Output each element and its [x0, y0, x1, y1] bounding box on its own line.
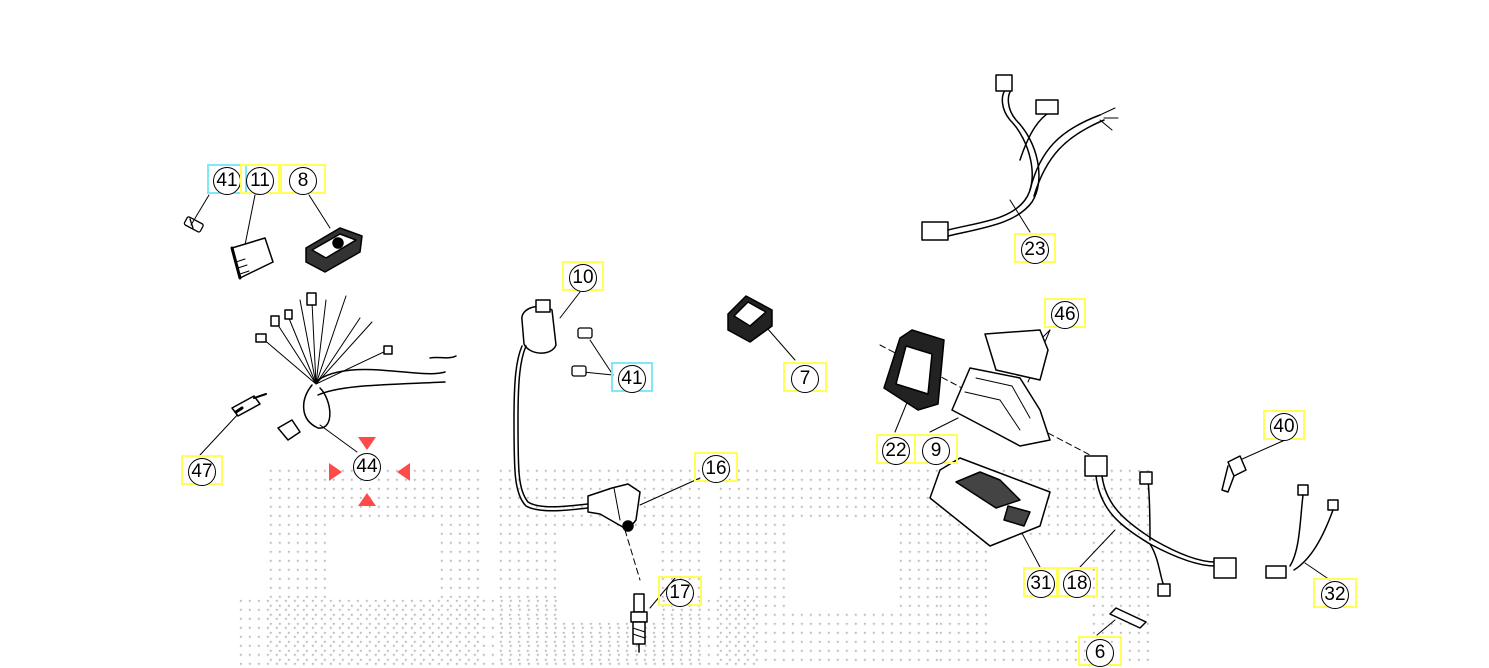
relay-part: [305, 227, 363, 273]
callout-11-rectifier[interactable]: 11: [240, 164, 280, 195]
sensor-part: [231, 393, 267, 417]
target-marker-left: [329, 463, 342, 481]
screw-part: [183, 216, 204, 233]
callout-number: 8: [289, 167, 317, 195]
spark-plug-part: [630, 593, 648, 653]
callout-number: 16: [702, 455, 730, 483]
callout-number: 41: [618, 365, 646, 393]
callout-number: 47: [188, 458, 216, 486]
callout-number: 17: [666, 579, 694, 607]
callout-44-main-harness[interactable]: 44: [346, 452, 388, 482]
ignition-coil-part: [513, 299, 589, 512]
callout-number: 23: [1021, 236, 1049, 264]
callout-number: 18: [1063, 570, 1091, 598]
callout-7-switch-block[interactable]: 7: [783, 362, 827, 393]
callout-number: 32: [1321, 581, 1349, 609]
cable-part: [1265, 484, 1339, 579]
callout-number: 31: [1027, 570, 1055, 598]
callout-18-harness[interactable]: 18: [1056, 567, 1098, 598]
callout-number: 9: [922, 437, 950, 465]
callout-47-sensor[interactable]: 47: [181, 455, 223, 486]
rubber-mount-part: [883, 329, 945, 411]
spark-plug-cap-part: [587, 483, 641, 532]
callout-number: 44: [353, 453, 381, 481]
callout-6-fuse-holder[interactable]: 6: [1078, 636, 1122, 667]
target-marker-right: [397, 463, 410, 481]
harness-part: [1084, 455, 1237, 597]
callout-number: 11: [246, 167, 274, 195]
bracket-part: [929, 457, 1051, 547]
callout-46-cover[interactable]: 46: [1044, 298, 1086, 329]
callout-8-relay[interactable]: 8: [280, 164, 326, 195]
callout-number: 7: [791, 365, 819, 393]
fuse-holder-part: [1109, 607, 1147, 629]
callout-number: 40: [1270, 413, 1298, 441]
callout-number: 22: [882, 437, 910, 465]
callout-41-screw-center[interactable]: 41: [611, 362, 653, 393]
cdi-cover-part: [951, 329, 1051, 447]
callout-22-rubber-mount[interactable]: 22: [876, 434, 916, 465]
callout-41-screw-left[interactable]: 41: [207, 164, 247, 195]
pin-part: [1221, 455, 1247, 493]
callout-16-spark-plug-cap[interactable]: 16: [694, 452, 738, 483]
callout-number: 46: [1051, 301, 1079, 329]
target-marker-top: [358, 437, 376, 450]
screw-pair-part: [571, 327, 593, 377]
rectifier-part: [230, 237, 274, 280]
callout-23-wiring-harness[interactable]: 23: [1014, 233, 1056, 264]
callout-40-pin[interactable]: 40: [1263, 410, 1305, 441]
callout-number: 10: [569, 264, 597, 292]
target-marker-bottom: [358, 493, 376, 506]
callout-32-cable[interactable]: 32: [1313, 578, 1357, 609]
switch-block-part: [727, 295, 773, 343]
wiring-harness-part: [921, 74, 1119, 241]
callout-31-bracket[interactable]: 31: [1023, 567, 1059, 598]
main-harness-part: [255, 292, 457, 441]
callout-17-spark-plug[interactable]: 17: [658, 576, 702, 607]
callout-number: 41: [213, 167, 241, 195]
callout-10-ignition-coil[interactable]: 10: [562, 261, 604, 292]
callout-9-cdi-unit[interactable]: 9: [914, 434, 958, 465]
callout-number: 6: [1086, 639, 1114, 667]
